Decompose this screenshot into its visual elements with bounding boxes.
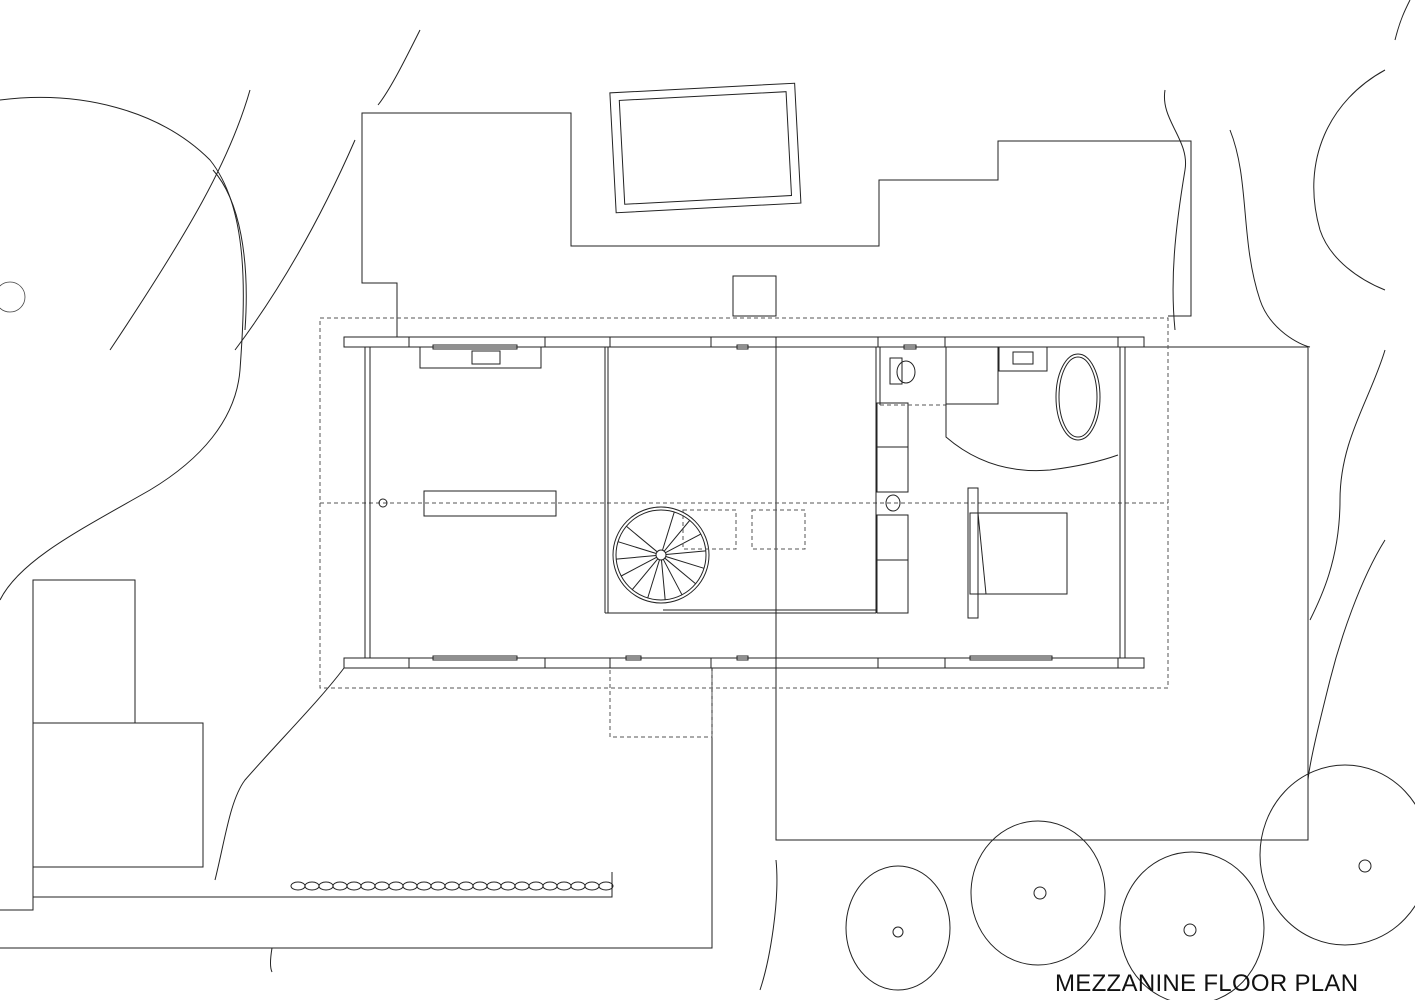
drawing-title: MEZZANINE FLOOR PLAN (1055, 970, 1359, 997)
stepping-stone (514, 881, 530, 891)
stair-tread (647, 559, 661, 599)
stepping-stone (318, 881, 334, 891)
stepping-stone (528, 881, 544, 891)
stair-tread (663, 520, 691, 552)
desk (419, 346, 542, 369)
stepping-stone (360, 881, 376, 891)
stair-tread (617, 541, 657, 555)
stepping-stone (570, 881, 586, 891)
mezzanine-building (319, 317, 1169, 689)
stair-tread (616, 554, 657, 560)
window (736, 344, 749, 350)
chimney (732, 275, 777, 317)
stair-tread (662, 559, 683, 596)
stepping-stone (346, 881, 362, 891)
sink (998, 346, 1048, 372)
stepping-stone (584, 881, 600, 891)
stepping-stone (388, 881, 404, 891)
window (625, 655, 642, 661)
stepping-stone (304, 881, 320, 891)
window (903, 344, 917, 350)
stepping-stone (500, 881, 516, 891)
stepping-stone (472, 881, 488, 891)
toilet (896, 360, 916, 384)
headboard (967, 487, 979, 619)
bathtub (1055, 353, 1101, 441)
stepping-stone (444, 881, 460, 891)
stepping-stone (430, 881, 446, 891)
stepping-stone (402, 881, 418, 891)
stair-tread (660, 559, 666, 600)
stepping-stone (458, 881, 474, 891)
stepping-stones (290, 881, 614, 891)
table (423, 490, 557, 517)
stair-tread (665, 550, 706, 556)
site-lines (0, 346, 1309, 949)
trees (845, 764, 1415, 1000)
tree-circle (0, 281, 26, 313)
bed (969, 512, 1068, 595)
stair-tread (665, 555, 705, 569)
stair-tread (631, 558, 659, 590)
window (736, 655, 749, 661)
pool (609, 82, 802, 214)
stepping-stone (598, 881, 614, 891)
stepping-stone (290, 881, 306, 891)
stair-tread (664, 557, 696, 585)
window (432, 655, 518, 661)
stair-tread (626, 525, 658, 553)
stepping-stone (374, 881, 390, 891)
stepping-stone (416, 881, 432, 891)
window (969, 655, 1053, 661)
spiral-stair (612, 506, 710, 604)
stepping-stone (542, 881, 558, 891)
stepping-stone (332, 881, 348, 891)
stepping-stone (486, 881, 502, 891)
ground-floor-outline (361, 112, 1192, 337)
stair-tread (620, 556, 657, 577)
stepping-stone (556, 881, 572, 891)
stair-tread (661, 511, 675, 551)
